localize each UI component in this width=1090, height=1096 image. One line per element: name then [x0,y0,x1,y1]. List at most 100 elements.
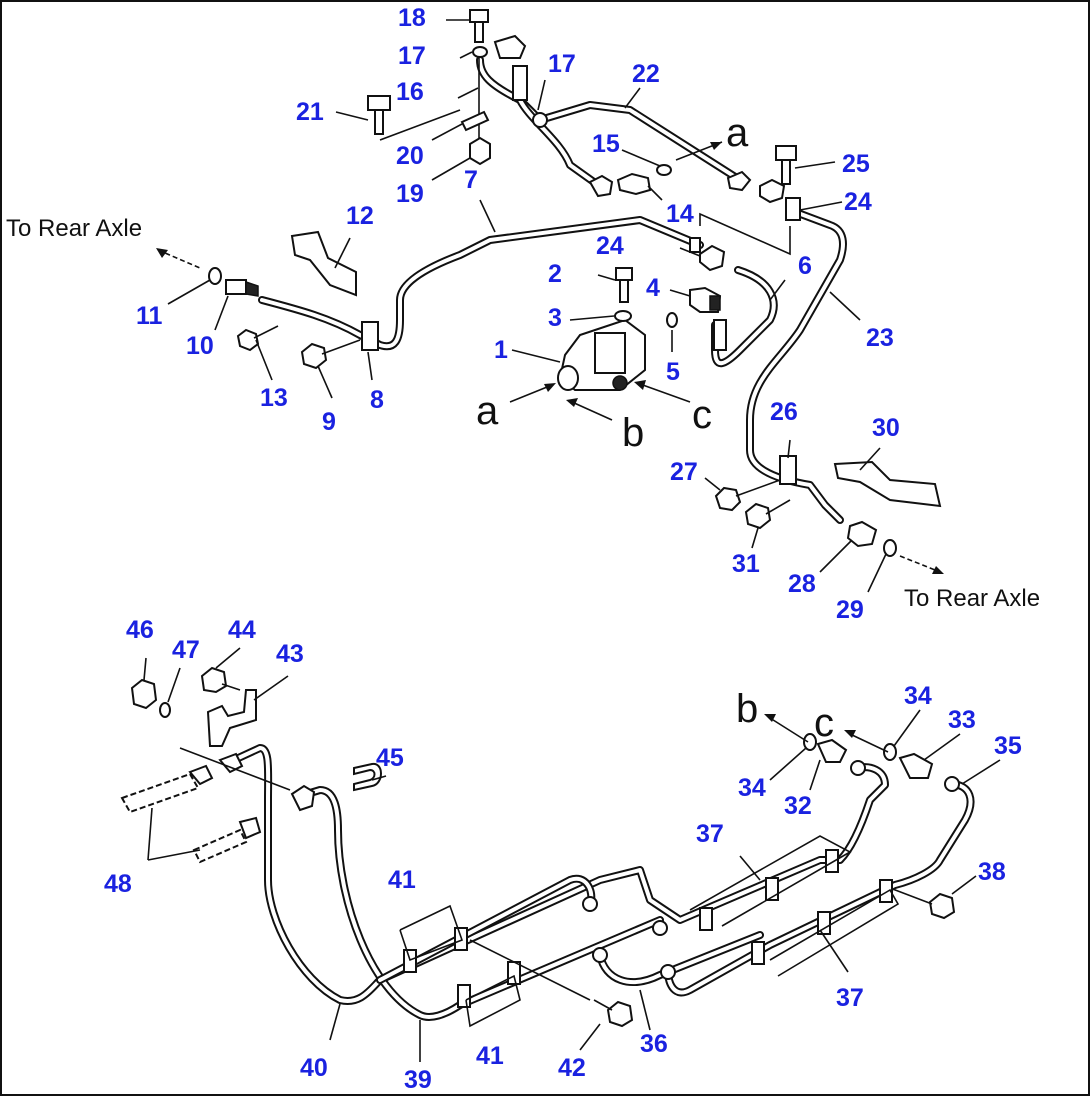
part-label: 33 [948,706,976,734]
part-label: 9 [322,408,336,436]
fitting-10 [225,279,259,297]
part-label: 40 [300,1054,328,1082]
nut-46 [130,678,158,710]
part-label: 11 [136,302,163,330]
ring-34-left [803,733,817,751]
part-label: 46 [126,616,154,644]
part-label: 38 [978,858,1006,886]
part-label: 42 [558,1054,586,1082]
fitting-17-mid [512,65,548,128]
part-label: 26 [770,398,798,426]
clip-20 [460,110,490,132]
bolt-2 [615,267,633,303]
part-label: 24 [844,188,872,216]
note-to-rear-axle-right: To Rear Axle [904,585,1040,612]
ring-29 [883,539,897,557]
lower-fittings [120,666,960,1028]
washer-47 [159,702,171,718]
fitting-14 [616,172,652,196]
valve-1 [557,318,646,391]
part-label: 27 [670,458,698,486]
pipe-clamps [403,760,960,1008]
fitting-39-end [290,784,316,812]
part-label: 37 [836,984,864,1012]
upper-leader-lines [156,19,944,593]
letter-c-valve: c [692,393,712,437]
fitting-40-end [218,752,244,774]
fitting-32 [816,738,848,763]
fitting-24-left [689,237,726,272]
bracket-12 [290,230,357,297]
part-label: 36 [640,1030,668,1058]
section-letters: a b c a b c [476,111,834,745]
part-label: 21 [296,98,324,126]
letter-b-lower: b [736,687,758,731]
bolt-27 [714,479,781,512]
part-label: 13 [260,384,288,412]
note-to-rear-axle-left: To Rear Axle [6,215,142,242]
bolt-25 [775,145,797,185]
hose-48 [120,764,262,864]
bolt-38 [889,887,956,920]
letter-b-valve: b [622,411,644,455]
part-label: 5 [666,358,680,386]
part-label: 12 [346,202,374,230]
bolt-42 [593,999,634,1028]
part-label: 34 [738,774,766,802]
part-label: 3 [548,304,562,332]
part-label: 34 [904,682,932,710]
u-bolt-45 [353,762,382,792]
part-label: 22 [632,60,660,88]
bracket-30 [833,460,942,508]
part-label: 45 [376,744,404,772]
part-label: 37 [696,820,724,848]
part-label: 28 [788,570,816,598]
part-label: 48 [104,870,132,898]
part-label: 41 [476,1042,504,1070]
notes: To Rear Axle To Rear Axle [6,215,1040,612]
fitting-17-top [472,34,527,59]
ring-15 [656,164,672,176]
letter-a-valve: a [476,389,499,433]
seal-5 [666,312,678,328]
part-label: 20 [396,142,424,170]
part-label: 17 [548,50,576,78]
bolt-21 [367,95,391,135]
connector-4 [689,286,722,313]
bolt-9 [300,339,361,370]
part-label: 32 [784,792,812,820]
part-label: 6 [798,252,812,280]
part-label: 41 [388,866,416,894]
upper-pipes [258,55,847,524]
part-label: 35 [994,732,1022,760]
washer-3 [614,310,632,322]
lower-pipes [230,744,975,1021]
part-label: 23 [866,324,894,352]
part-label: 29 [836,596,864,624]
hose-end-6 [713,319,727,351]
part-number-labels: 1 2 3 4 5 6 7 8 9 10 11 12 13 14 15 16 1… [104,4,1022,1094]
part-label: 25 [842,150,870,178]
part-label: 10 [186,332,214,360]
part-label: 47 [172,636,200,664]
letter-a-pipe: a [726,111,749,155]
lower-leader-lines [143,647,1001,1062]
part-label: 1 [494,336,508,364]
part-label: 14 [666,200,694,228]
part-label: 15 [592,130,620,158]
fitting-28 [846,520,878,548]
fitting-22-end [726,170,752,192]
fitting-24-right [759,178,801,221]
bolt-31 [744,499,791,530]
part-label: 7 [464,166,478,194]
part-label: 2 [548,260,562,288]
part-label: 8 [370,386,384,414]
ring-11 [208,267,222,285]
part-label: 24 [596,232,624,260]
nut-19 [469,136,491,166]
upper-fittings [208,9,942,557]
part-label: 44 [228,616,256,644]
